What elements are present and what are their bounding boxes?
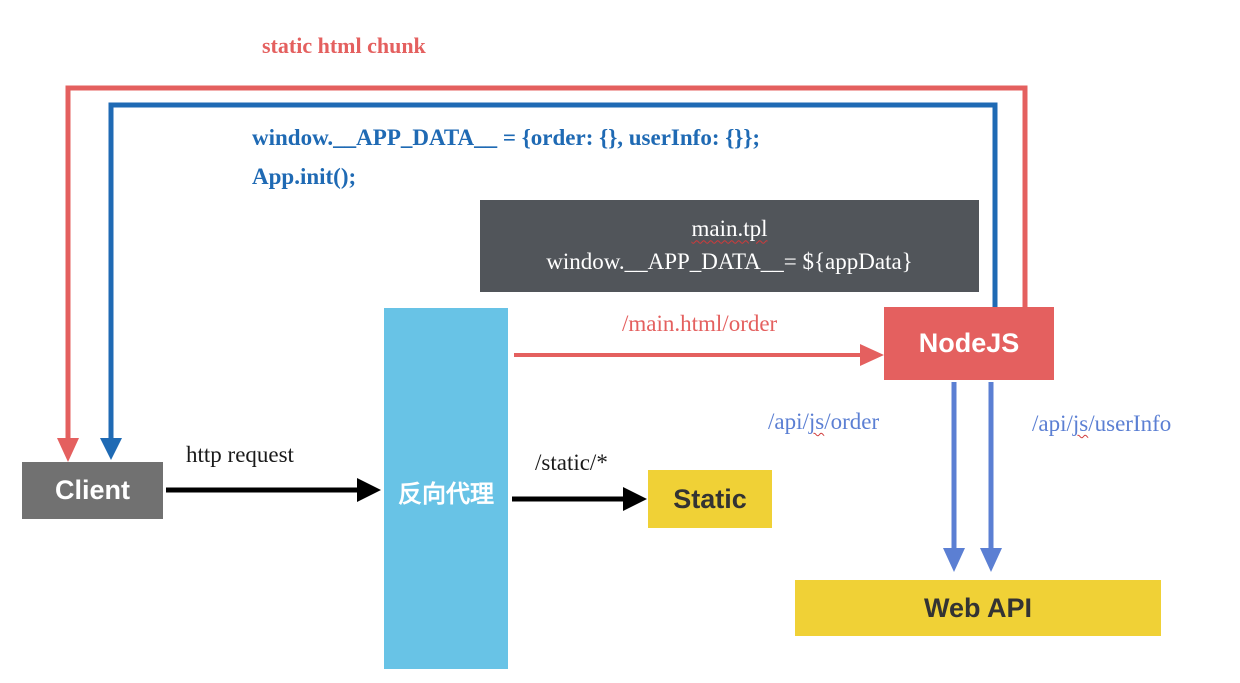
main-html-order-label: /main.html/order [622, 311, 778, 336]
static-html-chunk-arrowhead [57, 438, 79, 462]
api-order-label-suffix: /order [824, 409, 880, 434]
app-data-line2-label: App.init(); [252, 164, 357, 189]
static-node: Static [648, 470, 772, 528]
client-to-proxy-arrowhead [357, 478, 381, 502]
proxy-to-nodejs-arrowhead [860, 344, 884, 366]
api-userinfo-label: /api/js/userInfo [1032, 412, 1171, 435]
static-html-chunk-label: static html chunk [262, 33, 426, 58]
client-node: Client [22, 462, 163, 519]
static-html-chunk-connector [65, 85, 1028, 440]
static-path-label: /static/* [535, 450, 608, 475]
http-request-label: http request [186, 442, 294, 467]
nodejs-node-label: NodeJS [918, 328, 1020, 358]
api-order-label-mid: js [808, 409, 825, 434]
template-box-filename: main.tpl [691, 216, 768, 242]
proxy-node-label: 反向代理 [398, 480, 494, 508]
webapi-node: Web API [795, 580, 1161, 636]
api-order-arrowhead [943, 548, 965, 572]
api-userinfo-label-suffix: /userInfo [1088, 411, 1172, 436]
api-userinfo-arrowhead [980, 548, 1002, 572]
template-box-code: window.__APP_DATA__= ${appData} [546, 248, 913, 274]
api-userinfo-label-prefix: /api/ [1032, 411, 1073, 436]
client-node-label: Client [54, 475, 130, 505]
api-order-label-prefix: /api/ [768, 409, 809, 434]
app-data-arrowhead [100, 438, 122, 460]
template-box: main.tpl window.__APP_DATA__= ${appData} [480, 200, 979, 292]
proxy-to-static-arrowhead [623, 487, 647, 511]
webapi-node-label: Web API [923, 592, 1032, 623]
static-node-label: Static [673, 483, 747, 514]
app-data-line1-label: window.__APP_DATA__ = {order: {}, userIn… [252, 125, 761, 150]
api-userinfo-label-mid: js [1072, 411, 1089, 436]
proxy-node: 反向代理 [384, 308, 508, 669]
api-order-label: /api/js/order [768, 410, 879, 433]
nodejs-node: NodeJS [884, 307, 1054, 380]
app-data-connector [108, 102, 998, 440]
